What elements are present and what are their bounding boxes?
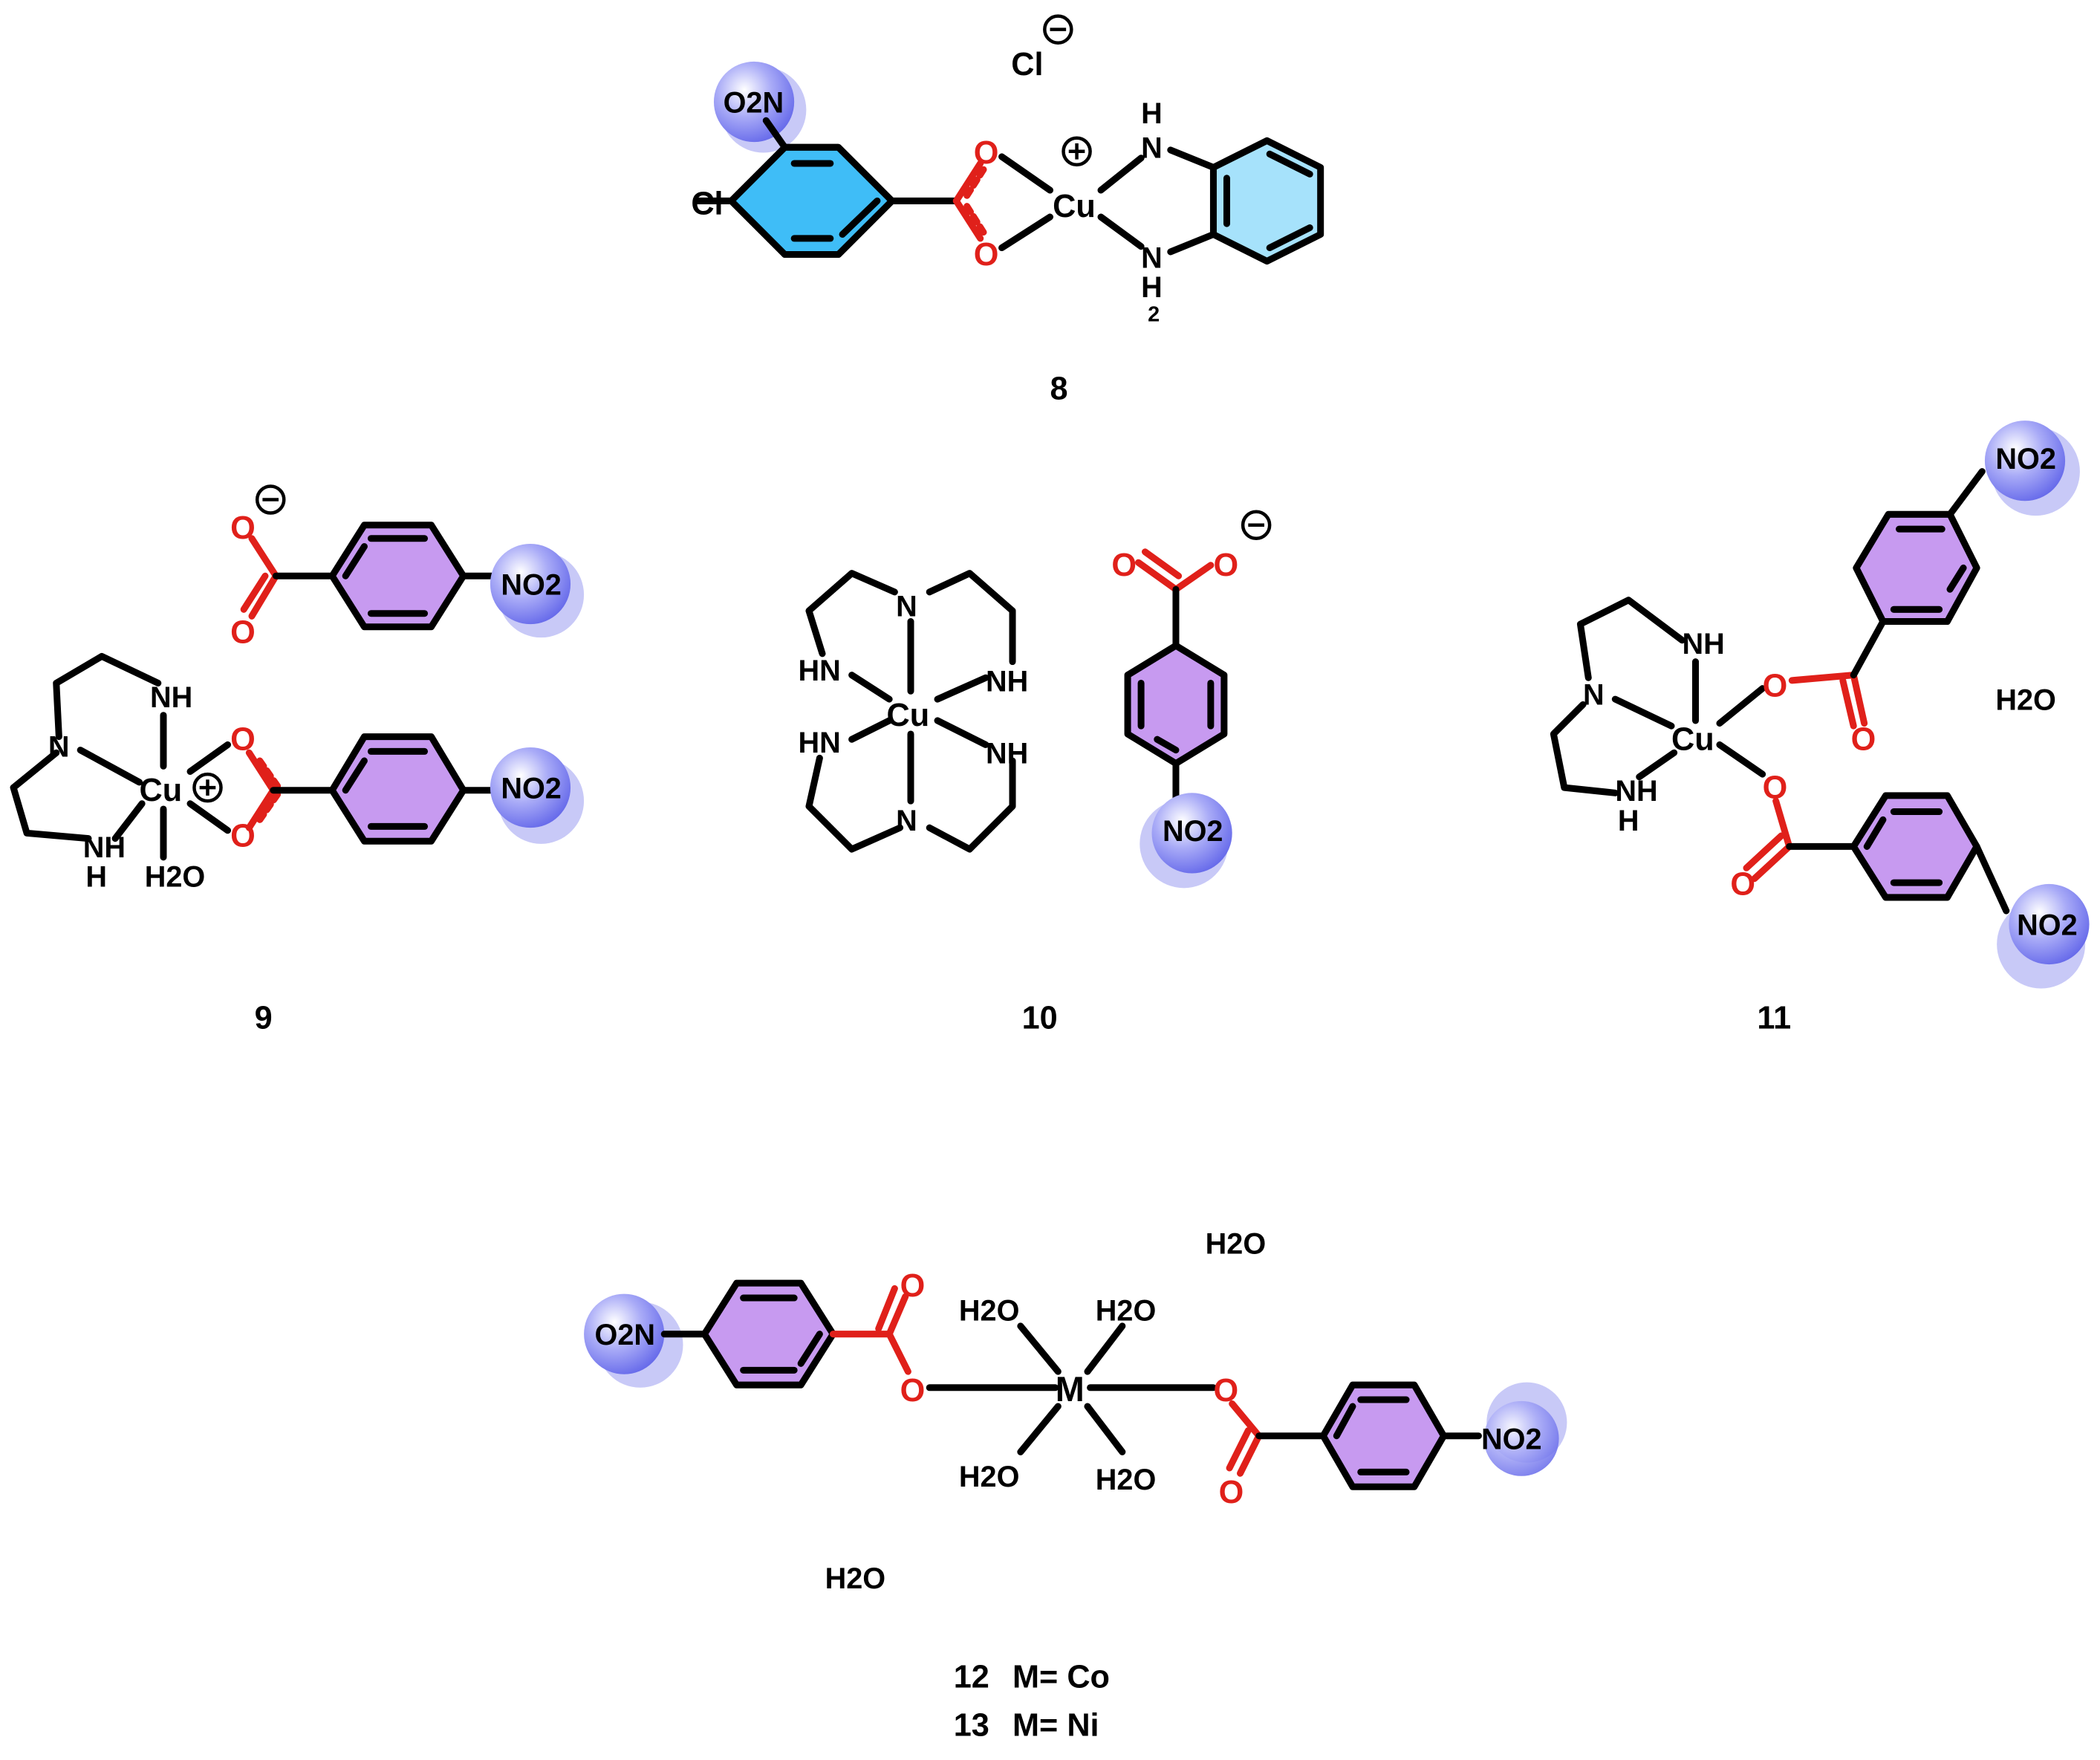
carbonyl-oxygen-left: O: [900, 1268, 926, 1304]
n-top: N: [896, 590, 917, 623]
nh2-subscript: 2: [1148, 303, 1160, 327]
carbonyl-oxygen-right: O: [1219, 1475, 1244, 1510]
compound-label-10: 10: [1022, 1001, 1058, 1036]
water-solvate: H2O: [1995, 684, 2056, 717]
nitro-group-label: NO2: [501, 773, 562, 805]
nitro-group-label: O2N: [724, 86, 784, 119]
carbonyl-oxygen-upper: O: [1851, 722, 1876, 758]
amine-nh-top: N: [1141, 132, 1163, 165]
aqua-ligand-4: H2O: [1096, 1464, 1157, 1496]
nitro-group-label: NO2: [501, 568, 562, 601]
compound-12-13: H2O H2O O2N O O M H2O H2O H2O H2O O O: [584, 1228, 1567, 1744]
amine-h-top: H: [1141, 97, 1163, 130]
nh-right-bottom: NH: [986, 738, 1028, 770]
nitro-group-label-left: O2N: [595, 1319, 656, 1351]
compound-label-12: 12: [954, 1660, 989, 1695]
water-solvate-top: H2O: [1206, 1228, 1267, 1261]
compound-9: O O NO2 NH N NH H Cu H2O O O: [10, 484, 585, 1036]
nh-right-top: NH: [986, 665, 1028, 698]
nh-top: NH: [1682, 628, 1724, 660]
chloro-substituent: Cl: [691, 186, 723, 221]
phenylenediamine-ring: [1209, 137, 1324, 265]
compound-label-11: 11: [1757, 1001, 1791, 1036]
anion-oxygen-left: O: [1111, 548, 1137, 583]
nitro-group-label: NO2: [2017, 909, 2078, 941]
amine-n: N: [48, 731, 70, 764]
nh-bottom: NH: [1615, 775, 1657, 808]
aqua-ligand-2: H2O: [1096, 1295, 1157, 1328]
n-bottom: N: [896, 805, 917, 837]
compound-10: N N HN NH HN NH Cu O O NO2 10: [799, 510, 1272, 1036]
svg-text:H: H: [1141, 271, 1163, 304]
carboxylate-oxygen-top: O: [974, 135, 999, 171]
nitro-group-label: NO2: [1995, 443, 2056, 475]
copper-center: Cu: [887, 698, 930, 733]
nh-top: NH: [150, 681, 192, 714]
hn-left-top: HN: [799, 655, 841, 687]
compound-11: NH N NH H Cu O O NO2 O O: [1550, 420, 2090, 1036]
amine-n: N: [1583, 678, 1605, 711]
compound-label-9: 9: [255, 1001, 273, 1036]
compound-label-8: 8: [1050, 371, 1068, 406]
nh-bottom-h: H: [1618, 805, 1639, 837]
anion-oxygen-bottom: O: [230, 614, 256, 650]
compound-label-13: 13: [954, 1708, 989, 1744]
counterion-chloride: Cl: [1011, 14, 1073, 82]
water-ligand: H2O: [145, 861, 206, 894]
compound-8: Cl O2N Cl O O Cu H N N H: [691, 14, 1324, 406]
nitro-sphere: O2N: [713, 61, 807, 153]
nh-bottom-h: H: [85, 861, 107, 894]
hn-left-bottom: HN: [799, 727, 841, 759]
metal-center: M: [1056, 1370, 1085, 1409]
copper-center: Cu: [1053, 189, 1096, 224]
carboxylate-oxygen-bottom: O: [974, 237, 999, 273]
amine-nh2-bottom: N: [1141, 242, 1163, 275]
nitro-group-label: NO2: [1163, 815, 1223, 848]
nitro-group-label-right: NO2: [1481, 1423, 1542, 1456]
aqua-ligand-3: H2O: [959, 1461, 1020, 1493]
water-solvate-bottom: H2O: [825, 1562, 886, 1595]
ester-oxygen-left: O: [900, 1373, 926, 1409]
ester-oxygen-upper: O: [1763, 669, 1788, 704]
carbonyl-oxygen-lower: O: [1730, 866, 1755, 902]
aqua-ligand-1: H2O: [959, 1295, 1020, 1328]
copper-center: Cu: [140, 773, 183, 808]
chloride-label: Cl: [1011, 47, 1043, 82]
anion-oxygen-right: O: [1213, 548, 1238, 583]
legend-text-12: M= Co: [1012, 1660, 1110, 1695]
copper-center: Cu: [1671, 722, 1714, 758]
legend-text-13: M= Ni: [1012, 1708, 1099, 1744]
metal-legend: 12 M= Co 13 M= Ni: [954, 1660, 1110, 1744]
